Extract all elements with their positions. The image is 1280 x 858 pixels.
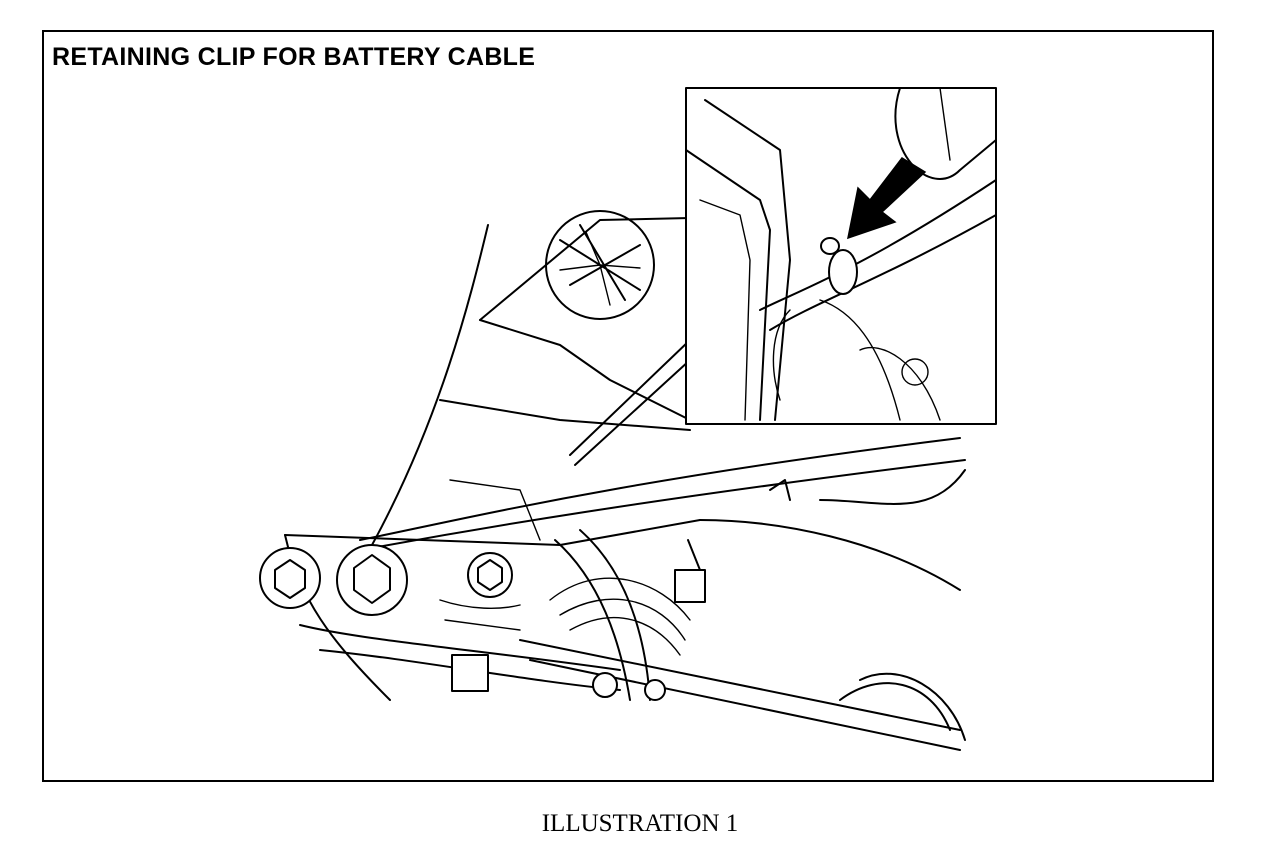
illustration-caption: ILLUSTRATION 1 xyxy=(541,810,739,837)
illustration-frame xyxy=(42,30,1214,782)
bolt-right xyxy=(467,552,513,598)
retaining-clip xyxy=(820,237,858,295)
inset-detail-view xyxy=(685,87,997,425)
diagram-title: RETAINING CLIP FOR BATTERY CABLE xyxy=(52,43,536,71)
bolt-left xyxy=(259,547,321,609)
engine-bay-main-view xyxy=(259,210,966,751)
battery-cap xyxy=(545,210,655,320)
bolt-center xyxy=(336,544,408,616)
pointer-arrow-icon xyxy=(847,157,927,240)
